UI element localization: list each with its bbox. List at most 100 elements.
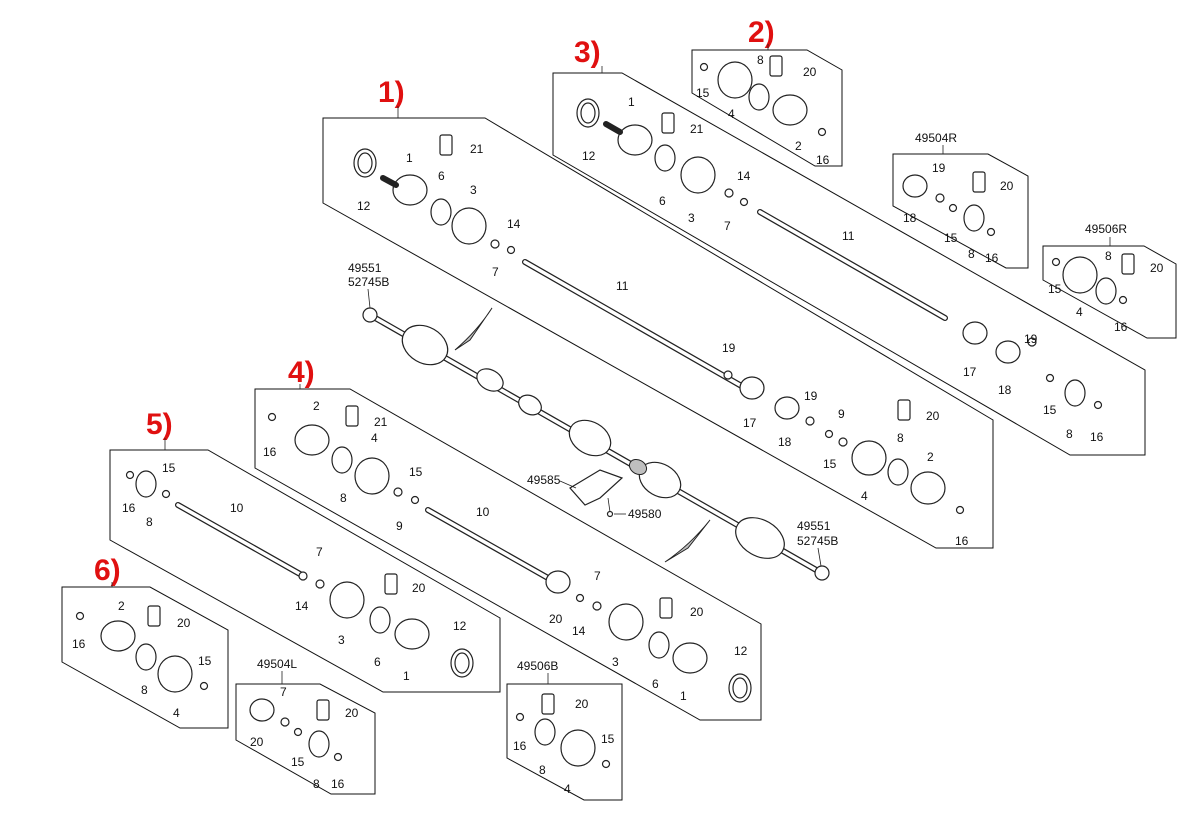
callout-49506R-8: 8 bbox=[1105, 249, 1112, 263]
callout-g2-4: 4 bbox=[728, 107, 735, 121]
callout-g1-2: 2 bbox=[927, 450, 934, 464]
boot-clamp bbox=[430, 198, 452, 226]
group-4-parts bbox=[267, 405, 752, 703]
group-5-parts bbox=[125, 470, 474, 678]
frame-49504L bbox=[235, 683, 376, 795]
callout-g5-15: 15 bbox=[162, 461, 176, 475]
section-label-3: 3) bbox=[574, 36, 601, 69]
callout-g1-19b: 19 bbox=[804, 389, 818, 403]
main-driveshaft-assembly bbox=[362, 307, 830, 581]
callout-g4-20b: 20 bbox=[690, 605, 704, 619]
callout-g5-10: 10 bbox=[230, 501, 244, 515]
section-label-1: 1) bbox=[378, 76, 405, 109]
callout-g3-19: 19 bbox=[1024, 332, 1038, 346]
code-49580: 49580 bbox=[628, 507, 662, 521]
code-49585: 49585 bbox=[527, 473, 561, 487]
kit-49506R-parts bbox=[1051, 253, 1135, 305]
callout-g5-8: 8 bbox=[146, 515, 153, 529]
callout-g4-15: 15 bbox=[409, 465, 423, 479]
callout-g1-9: 9 bbox=[838, 407, 845, 421]
callout-g3-7: 7 bbox=[724, 219, 731, 233]
callout-g2-15: 15 bbox=[696, 86, 710, 100]
callout-g4-3: 3 bbox=[612, 655, 619, 669]
callout-g4-4: 4 bbox=[371, 431, 378, 445]
frame-group-1 bbox=[322, 117, 994, 549]
callout-g1-3: 3 bbox=[470, 183, 477, 197]
outer-cv-joint-right bbox=[735, 517, 785, 559]
code-49506B: 49506B bbox=[517, 659, 558, 673]
callout-g6-20: 20 bbox=[177, 616, 191, 630]
callout-49506R-16: 16 bbox=[1114, 320, 1128, 334]
callout-g3-14: 14 bbox=[737, 169, 751, 183]
callout-g1-7: 7 bbox=[492, 265, 499, 279]
nut-washer-right bbox=[814, 565, 830, 581]
callout-g3-21: 21 bbox=[690, 122, 704, 136]
callout-g2-16: 16 bbox=[816, 153, 830, 167]
frame-49504R bbox=[892, 153, 1029, 269]
callout-g1-8: 8 bbox=[897, 431, 904, 445]
callout-g1-20: 20 bbox=[926, 409, 940, 423]
code-52745B-upper: 52745B bbox=[348, 275, 389, 289]
callout-49504R-20: 20 bbox=[1000, 179, 1014, 193]
callout-g1-15: 15 bbox=[823, 457, 837, 471]
kit-49504R-parts bbox=[902, 171, 996, 237]
callout-g3-1: 1 bbox=[628, 95, 635, 109]
callout-49504R-16: 16 bbox=[985, 251, 999, 265]
callout-g5-20: 20 bbox=[412, 581, 426, 595]
callout-g4-8: 8 bbox=[340, 491, 347, 505]
group-1-parts bbox=[353, 134, 965, 515]
callout-g6-15: 15 bbox=[198, 654, 212, 668]
inner-cv-joint-center bbox=[568, 419, 612, 457]
callout-g4-20a: 20 bbox=[549, 612, 563, 626]
callout-g1-6: 6 bbox=[438, 169, 445, 183]
center-bearing-bracket bbox=[569, 469, 624, 506]
callout-g3-17: 17 bbox=[963, 365, 977, 379]
callout-g6-16: 16 bbox=[72, 637, 86, 651]
code-49504R: 49504R bbox=[915, 131, 957, 145]
callout-49504R-8: 8 bbox=[968, 247, 975, 261]
callout-g4-9: 9 bbox=[396, 519, 403, 533]
group-6-parts bbox=[75, 605, 209, 693]
nut-washer-left bbox=[362, 307, 378, 323]
callout-49506B-15: 15 bbox=[601, 732, 615, 746]
callout-g1-14: 14 bbox=[507, 217, 521, 231]
frame-49506B bbox=[506, 683, 623, 801]
callout-49506R-15: 15 bbox=[1048, 282, 1062, 296]
group-2-parts bbox=[699, 55, 827, 137]
callout-49506B-20: 20 bbox=[575, 697, 589, 711]
frame-group-5 bbox=[109, 449, 501, 693]
callout-49504L-20b: 20 bbox=[250, 735, 264, 749]
callout-g3-8: 8 bbox=[1066, 427, 1073, 441]
callout-g3-15: 15 bbox=[1043, 403, 1057, 417]
frame-group-4 bbox=[254, 388, 762, 721]
outer-cv-joint-left bbox=[401, 324, 449, 366]
callout-g1-11: 11 bbox=[616, 279, 629, 293]
kit-49504L-parts bbox=[249, 698, 343, 762]
callout-g1-4: 4 bbox=[861, 489, 868, 503]
callout-49504L-20a: 20 bbox=[345, 706, 359, 720]
callout-49506B-4: 4 bbox=[564, 782, 571, 796]
section-label-6: 6) bbox=[94, 554, 121, 587]
kit-49506B-parts bbox=[515, 693, 611, 769]
callout-g3-18: 18 bbox=[998, 383, 1012, 397]
callout-g4-7: 7 bbox=[594, 569, 601, 583]
outer-cv-joint bbox=[392, 174, 428, 206]
group-3-parts bbox=[576, 98, 1103, 410]
callout-g5-3: 3 bbox=[338, 633, 345, 647]
callout-g6-8: 8 bbox=[141, 683, 148, 697]
frame-group-2 bbox=[691, 49, 843, 167]
callout-49504L-8: 8 bbox=[313, 777, 320, 791]
section-label-4: 4) bbox=[288, 356, 315, 389]
callout-g4-21: 21 bbox=[374, 415, 388, 429]
callout-g4-12: 12 bbox=[734, 644, 748, 658]
callout-g4-2: 2 bbox=[313, 399, 320, 413]
callout-49506B-16: 16 bbox=[513, 739, 527, 753]
callout-g5-16: 16 bbox=[122, 501, 136, 515]
callout-49504R-15: 15 bbox=[944, 231, 958, 245]
callout-g5-1: 1 bbox=[403, 669, 410, 683]
boot bbox=[451, 207, 487, 245]
code-52745B-lower: 52745B bbox=[797, 534, 838, 548]
callout-g3-3: 3 bbox=[688, 211, 695, 225]
callout-49506R-20: 20 bbox=[1150, 261, 1164, 275]
callout-g4-6: 6 bbox=[652, 677, 659, 691]
